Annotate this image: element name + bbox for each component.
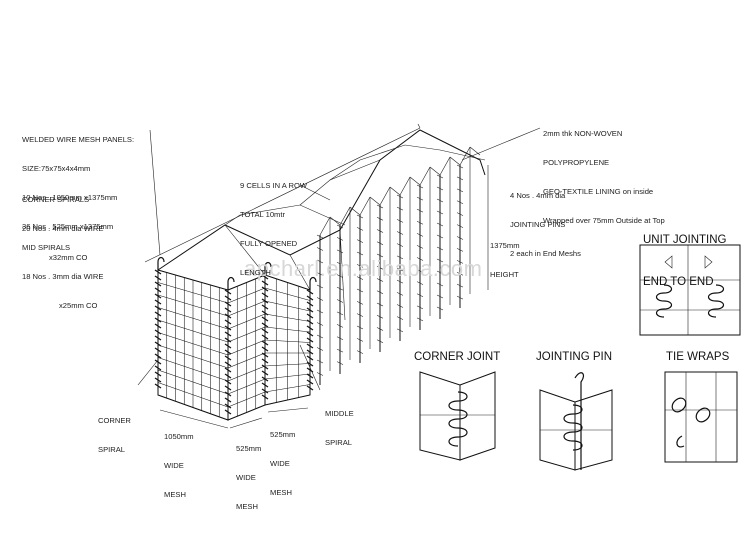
dim-525b [267,407,309,413]
pins-note-line: 2 each in End Meshs [510,248,581,258]
corner-joint-heading: CORNER JOINT [414,351,501,363]
dim-525a [229,417,263,429]
jointing-pin-detail [539,372,613,471]
middle-spiral-label-line: MIDDLE [325,409,354,419]
lining-note-line: Wrapped over 75mm Outside at Top [543,215,665,225]
middle-spiral-leader [299,344,321,391]
height-note-line: 1375mm [490,241,520,251]
cells-note-line: LENGTH [240,267,271,277]
tie-wraps-heading: TIE WRAPS [666,351,730,363]
cells-note-line: 9 CELLS IN A ROW [240,181,308,191]
wide-1050-label: 1050mm WIDE MESH [164,413,194,509]
spirals [154,256,317,415]
height-note: 1375mm HEIGHT [490,222,520,289]
corner-spirals-note-line: 20 Nos . 4mm dia WIRE [22,223,104,233]
middle-spiral-label: MIDDLE SPIRAL [325,390,354,457]
panels-note-line: 36 Nos . 525mm x1375mm [22,221,114,231]
panels-note-line: WELDED WIRE MESH PANELS: [22,135,135,145]
mid-spirals-note-line: MID SPIRALS [22,243,71,253]
wide-1050-label-line: WIDE [164,460,184,470]
unit-jointing-detail [639,244,741,336]
panels-note: WELDED WIRE MESH PANELS: SIZE:75x75x4x4m… [22,116,134,241]
wide-1050-label-line: MESH [164,489,186,499]
mid-spirals-note: MID SPIRALS 18 Nos . 3mm dia WIRE x25mm … [22,224,103,320]
lining-note-line: POLYPROPYLENE [543,157,610,167]
corner-spiral-label-line: CORNER [98,416,131,426]
cells-note: 9 CELLS IN A ROW TOTAL 10mtr FULLY OPENE… [240,162,307,287]
wide-525a-label-line: WIDE [236,472,256,482]
corner-spiral-label-line: SPIRAL [98,444,126,454]
cells-note-line: FULLY OPENED [240,238,298,248]
unit-jointing-heading-line: END TO END [643,276,714,288]
wide-525a-label: 525mm WIDE MESH [236,425,261,521]
wide-525b-label-line: WIDE [270,458,290,468]
cell-walls [316,146,481,385]
lining-note-line: GEO-TEXTILE LINING on inside [543,186,654,196]
corner-joint-detail [419,371,496,461]
mid-spirals-note-line: 18 Nos . 3mm dia WIRE [22,271,104,281]
corner-spirals-note-line: CORNER SPIRALS [22,195,90,205]
corner-spirals-note: CORNER SPIRALS 20 Nos . 4mm dia WIRE x32… [22,176,103,272]
cells-leader-line [299,184,331,201]
lining-note-line: 2mm thk NON-WOVEN [543,129,623,139]
lining-leader-line [461,127,541,161]
unit-jointing-heading: UNIT JOINTING END TO END [643,205,726,303]
front-mesh-panel [157,269,311,421]
height-note-line: HEIGHT [490,269,519,279]
pins-note-line: JOINTING PINS [510,219,566,229]
lining-note: 2mm thk NON-WOVEN POLYPROPYLENE GEO-TEXT… [543,110,665,235]
wide-525b-label: 525mm WIDE MESH [270,411,295,507]
panels-note-line: 10 Nos . 1050mm x1375mm [22,192,118,202]
corner-spirals-note-line: x32mm CO [49,252,88,262]
panels-note-line: SIZE:75x75x4x4mm [22,163,91,173]
wide-1050-label-line: 1050mm [164,432,194,442]
dim-1050 [159,409,229,429]
cell-tops [157,129,486,321]
unit-jointing-heading-line: UNIT JOINTING [643,234,727,246]
pins-note: 4 Nos . 4mm dia JOINTING PINS 2 each in … [510,172,581,268]
watermark-text: apcharl.en.alibaba.com [244,256,483,281]
wide-525a-label-line: MESH [236,501,258,511]
tie-wraps-detail [664,371,738,463]
cells-note-line: TOTAL 10mtr [240,209,286,219]
pins-note-line: 4 Nos . 4mm dia [510,191,566,201]
jointing-pin-heading: JOINTING PIN [536,351,613,363]
corner-spiral-label: CORNER SPIRAL [98,397,131,464]
wide-525a-label-line: 525mm [236,444,262,454]
wide-525b-label-line: MESH [270,487,292,497]
wide-525b-label-line: 525mm [270,430,296,440]
length-dimension-line [144,127,421,263]
corner-spiral-leader [137,359,159,386]
middle-spiral-label-line: SPIRAL [325,437,353,447]
panels-leader-line [149,129,161,256]
mid-spirals-note-line: x25mm CO [59,300,98,310]
